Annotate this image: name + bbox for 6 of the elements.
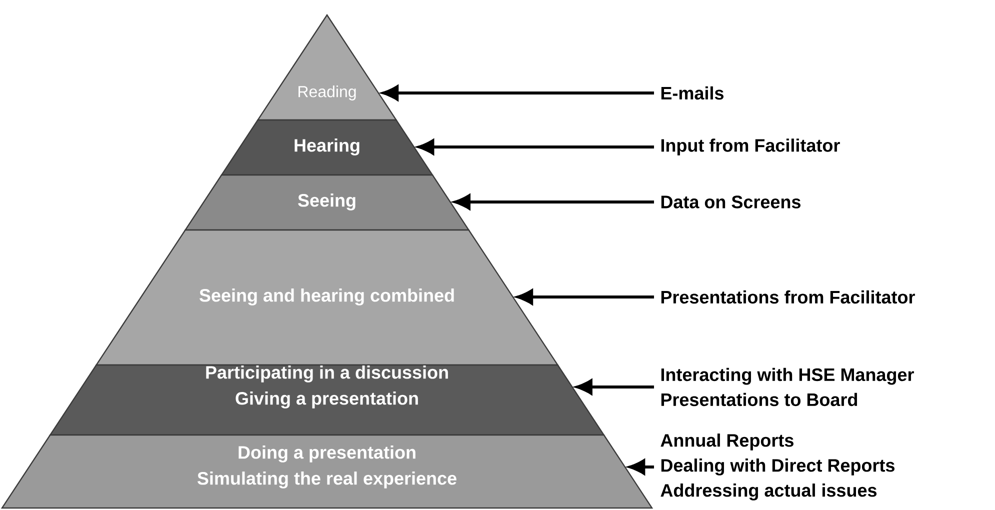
source-label: Interacting with HSE Manager Presentations to Board — [661, 368, 914, 406]
source-label: Presentations from Facilitator — [661, 290, 915, 304]
source-label: Annual Reports Dealing with Direct Reports Addressing actual issues — [660, 434, 894, 500]
source-label: E-mails — [661, 86, 724, 100]
source-label: Data on Screens — [661, 196, 800, 208]
source-label: Input from Facilitator — [661, 138, 840, 156]
